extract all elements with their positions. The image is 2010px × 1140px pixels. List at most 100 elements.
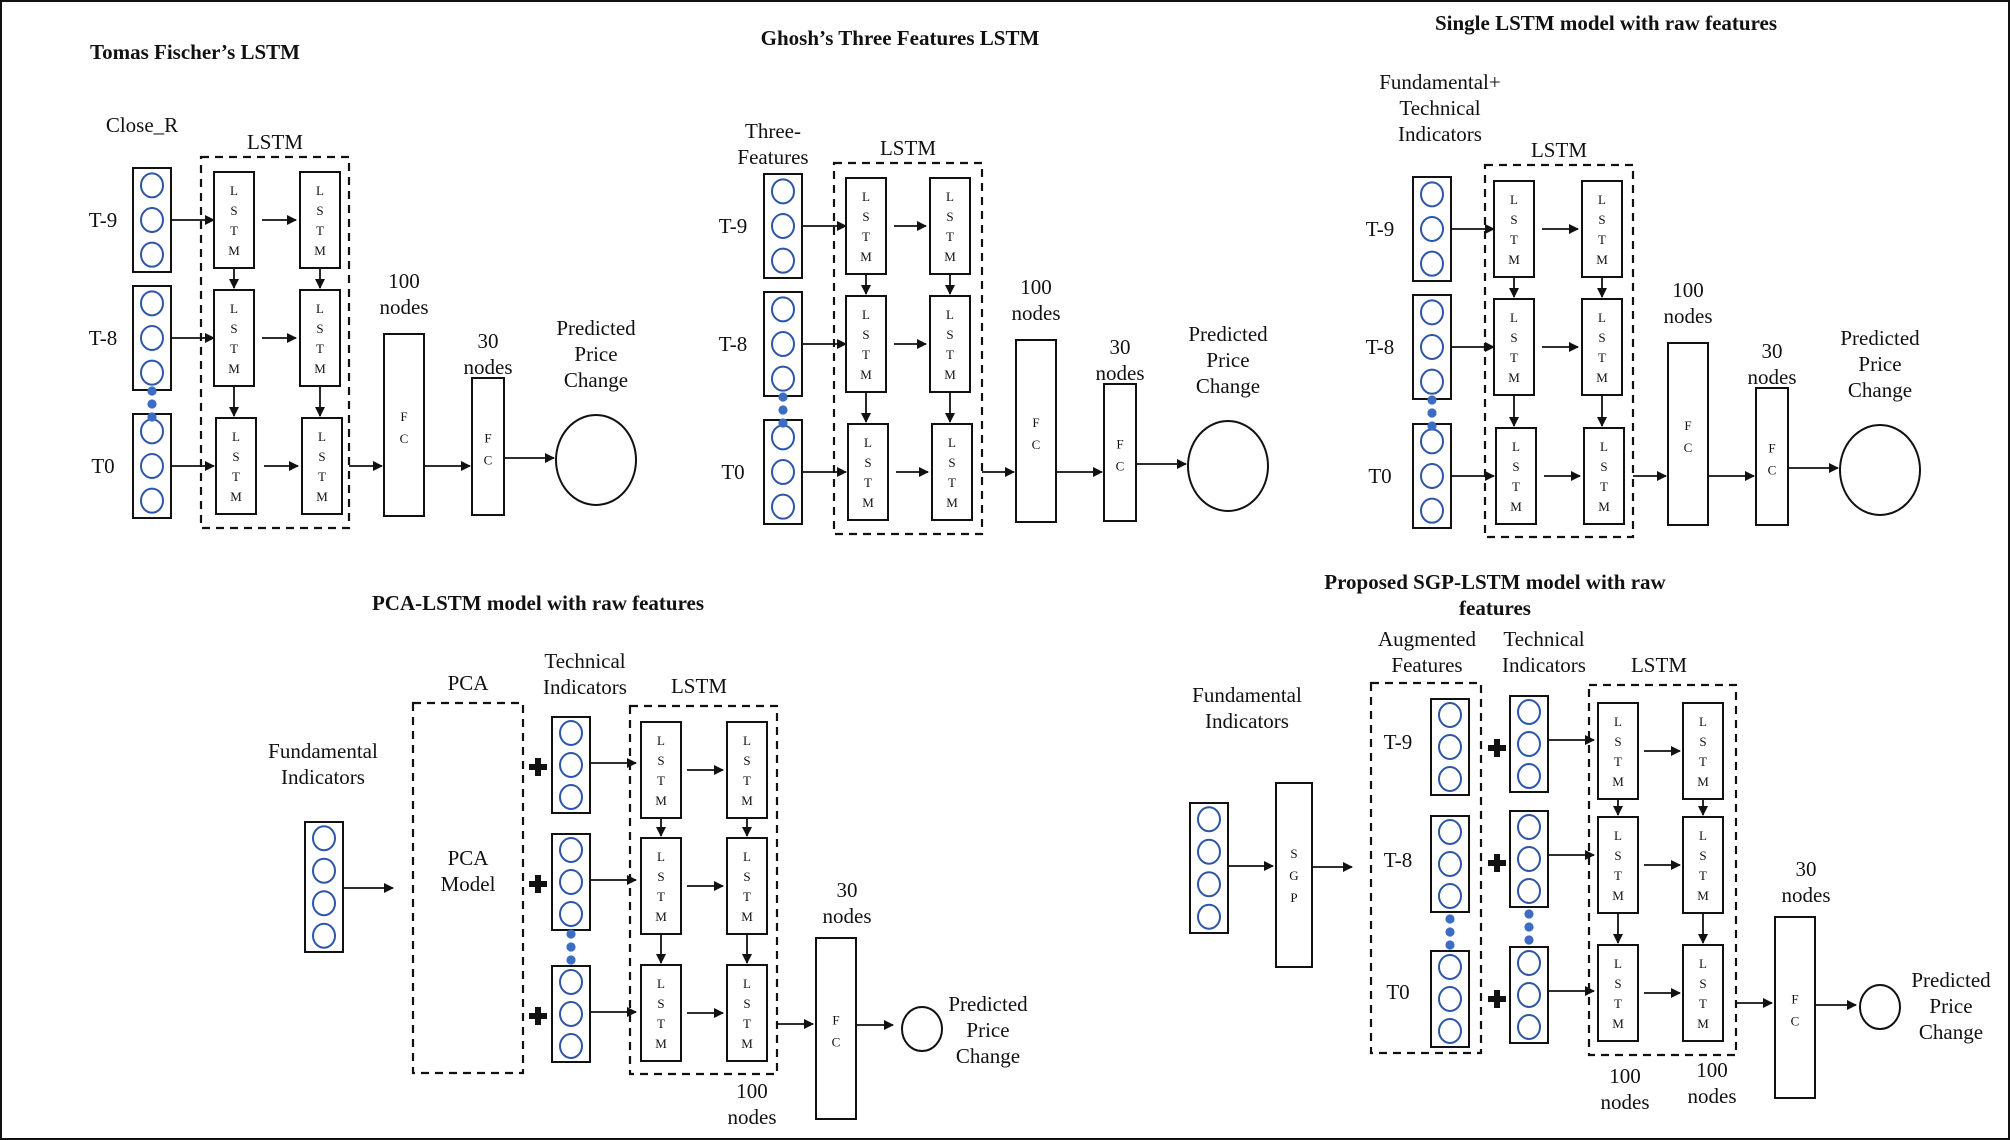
output-node — [1859, 984, 1901, 1030]
fc-nodes-label-line: nodes — [1782, 883, 1831, 907]
sgp-letter: S — [1290, 846, 1297, 861]
input-vector — [1509, 946, 1549, 1044]
output-label-line: Predicted — [1911, 968, 1991, 992]
neuron-circle — [1517, 982, 1541, 1008]
ellipsis-dot — [147, 412, 157, 422]
lstm-cell-letter: T — [946, 347, 954, 362]
lstm-cell-letter: M — [1508, 252, 1520, 267]
neuron-circle — [1438, 1018, 1462, 1044]
lstm-cell-letter: S — [862, 209, 869, 224]
input-vector-box — [1189, 802, 1229, 934]
timestep-label: T-9 — [1366, 217, 1394, 241]
lstm-cell-box — [1597, 702, 1639, 800]
ellipsis-dot — [566, 929, 576, 939]
lstm-cell-letter: L — [862, 307, 870, 322]
lstm-cell-letter: T — [1510, 232, 1518, 247]
lstm-cell-letter: M — [944, 249, 956, 264]
neuron-circle — [1517, 763, 1541, 789]
lstm-cell-box — [640, 964, 682, 1062]
lstm-cell-letter: L — [657, 849, 665, 864]
neuron-circle — [771, 296, 795, 323]
lstm-cell-letter: L — [657, 976, 665, 991]
panel-title: PCA-LSTM model with raw features — [372, 591, 704, 615]
lstm-cell-letter: L — [1510, 310, 1518, 325]
lstm-nodes-label-line: 100 — [736, 1079, 768, 1103]
lstm-cell-letter: M — [228, 361, 240, 376]
lstm-cell-letter: T — [1614, 754, 1622, 769]
neuron-circle — [771, 213, 795, 239]
lstm-nodes-label-line: nodes — [728, 1105, 777, 1129]
input-vector-box — [1509, 810, 1549, 908]
fc-nodes-label-line: 30 — [478, 329, 499, 353]
lstm-cell-letter: M — [1697, 888, 1709, 903]
lstm-cell-letter: T — [743, 889, 751, 904]
ellipsis-dot — [147, 399, 157, 409]
neuron-circle — [1438, 702, 1462, 728]
lstm-cell-box — [640, 721, 682, 819]
augmented-label-line: Augmented — [1378, 627, 1476, 651]
lstm-cell-letter: S — [657, 753, 664, 768]
panel-pca: PCA-LSTM model with raw featuresFundamen… — [268, 591, 1028, 1129]
lstm-cell-letter: S — [230, 203, 237, 218]
neuron-circle — [312, 922, 336, 949]
lstm-cell: LSTM — [299, 289, 341, 387]
lstm-cell: LSTM — [931, 423, 973, 521]
lstm-cell-letter: M — [1612, 888, 1624, 903]
lstm-cell: LSTM — [215, 417, 257, 515]
input-vector — [1189, 802, 1229, 934]
input-label-line: Fundamental+ — [1379, 70, 1501, 94]
lstm-cell: LSTM — [1682, 816, 1724, 914]
fc-layer-box — [815, 937, 857, 1120]
timestep-label: T0 — [1368, 464, 1391, 488]
neuron-circle — [1438, 766, 1462, 792]
lstm-cell-letter: S — [743, 869, 750, 884]
lstm-cell-letter: L — [1699, 828, 1707, 843]
fc-layer-letter: F — [1791, 992, 1798, 1007]
input-vector — [1412, 294, 1452, 400]
neuron-circle — [559, 869, 583, 895]
neuron-circle — [1420, 250, 1444, 277]
lstm-cell-letter: M — [1697, 1016, 1709, 1031]
lstm-cell-letter: T — [1699, 754, 1707, 769]
lstm-cell-letter: T — [1699, 996, 1707, 1011]
lstm-cell-letter: M — [314, 361, 326, 376]
lstm-group-label: LSTM — [247, 130, 303, 154]
pca-model-label-line: PCA — [448, 846, 490, 870]
fc-layer-letter: F — [832, 1013, 839, 1028]
lstm-cell-letter: M — [228, 243, 240, 258]
lstm-cell-box — [1682, 702, 1724, 800]
technical-label-line: Indicators — [543, 675, 627, 699]
fc-nodes-label-line: 30 — [1110, 335, 1131, 359]
neuron-circle — [1517, 699, 1541, 725]
lstm-cell-letter: L — [862, 189, 870, 204]
fc-nodes-label-line: nodes — [1012, 301, 1061, 325]
output-label-line: Change — [1919, 1020, 1983, 1044]
fc-layer: FC — [1015, 339, 1057, 523]
fc-nodes-label-line: nodes — [823, 904, 872, 928]
input-vector-box — [1412, 423, 1452, 529]
panel-title: Ghosh’s Three Features LSTM — [761, 26, 1040, 50]
lstm-cell: LSTM — [1682, 702, 1724, 800]
fc-layer: FC — [471, 377, 505, 516]
lstm-cell-letter: M — [1508, 370, 1520, 385]
fc-nodes-label-line: 100 — [1672, 278, 1704, 302]
ellipsis-dot — [1524, 922, 1534, 932]
fc-layer: FC — [1103, 383, 1137, 522]
lstm-cell: LSTM — [1597, 702, 1639, 800]
input-vector — [132, 167, 172, 273]
input-label-line: Indicators — [1398, 122, 1482, 146]
lstm-cell-letter: L — [946, 307, 954, 322]
lstm-cell-letter: M — [860, 367, 872, 382]
input-vector-box — [551, 716, 591, 814]
output-label-line: Predicted — [1840, 326, 1920, 350]
lstm-cell-box — [929, 177, 971, 275]
input-label-line: Features — [737, 145, 808, 169]
lstm-cell-letter: M — [655, 793, 667, 808]
lstm-cell-letter: T — [948, 475, 956, 490]
pca-model-label-line: Model — [441, 872, 496, 896]
lstm-cell-letter: T — [1614, 868, 1622, 883]
fc-nodes-label-line: 100 — [1020, 275, 1052, 299]
lstm-cell-letter: M — [1612, 1016, 1624, 1031]
lstm-cell-letter: L — [946, 189, 954, 204]
